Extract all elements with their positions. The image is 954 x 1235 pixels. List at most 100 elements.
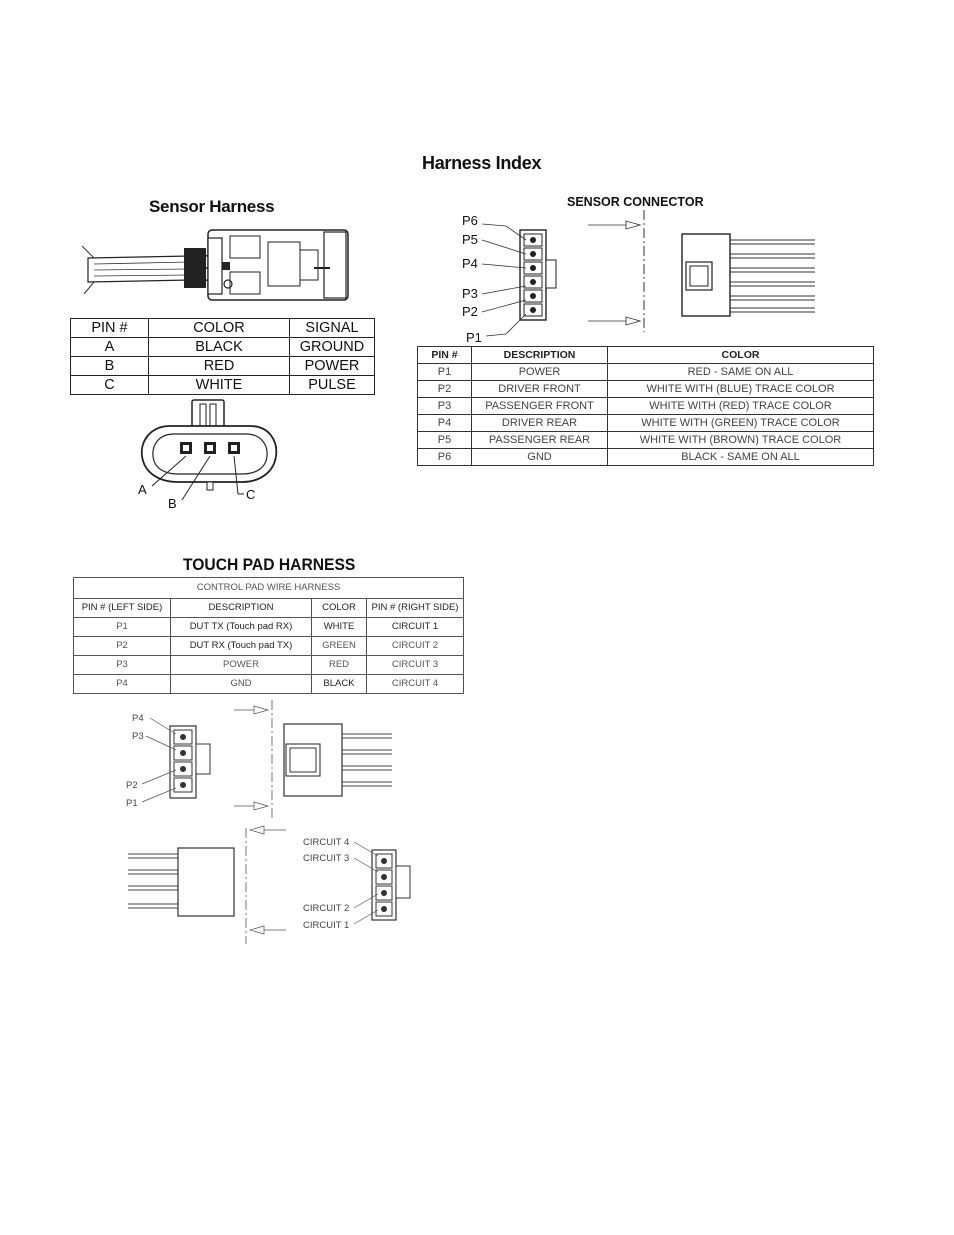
cell-description: PASSENGER FRONT [471, 397, 608, 415]
cell-color: RED [148, 356, 290, 376]
cell-pin-left: P4 [73, 674, 171, 694]
tp-pin-label-p4: P4 [132, 713, 144, 724]
pin-label-p6: P6 [462, 213, 478, 228]
table-header-row: PIN # DESCRIPTION COLOR [417, 346, 874, 364]
pin-label-p1: P1 [466, 330, 482, 345]
header-pin-right: PIN # (RIGHT SIDE) [366, 598, 464, 618]
header-signal: SIGNAL [289, 318, 375, 338]
sensor-harness-side-diagram [81, 229, 349, 301]
cell-color: BLACK [148, 337, 290, 357]
circuit-label-1: CIRCUIT 1 [303, 920, 349, 931]
cell-description: DRIVER FRONT [471, 380, 608, 398]
cell-description: POWER [471, 363, 608, 381]
cell-signal: PULSE [289, 375, 375, 395]
cell-pin: P4 [417, 414, 472, 432]
pin-label-p2: P2 [462, 304, 478, 319]
cell-pin-right: CIRCUIT 2 [366, 636, 464, 656]
cell-description: DUT RX (Touch pad TX) [170, 636, 312, 656]
cell-color: WHITE [311, 617, 367, 637]
header-description: DESCRIPTION [471, 346, 608, 364]
cell-pin-left: P1 [73, 617, 171, 637]
cell-pin: B [70, 356, 149, 376]
header-color: COLOR [148, 318, 290, 338]
sensor-connector-pins [523, 233, 543, 317]
cell-pin-right: CIRCUIT 1 [366, 617, 464, 637]
circuit-label-4: CIRCUIT 4 [303, 837, 349, 848]
header-description: DESCRIPTION [170, 598, 312, 618]
cell-signal: GROUND [289, 337, 375, 357]
header-color: COLOR [607, 346, 874, 364]
header-pin: PIN # [417, 346, 472, 364]
cell-description: PASSENGER REAR [471, 431, 608, 449]
cell-color: WHITE WITH (BROWN) TRACE COLOR [607, 431, 874, 449]
tp-pin-label-p1: P1 [126, 798, 138, 809]
touch-pad-table: CONTROL PAD WIRE HARNESS PIN # (LEFT SID… [73, 577, 464, 694]
cell-pin: A [70, 337, 149, 357]
pin-label-p4: P4 [462, 256, 478, 271]
cell-pin-right: CIRCUIT 4 [366, 674, 464, 694]
sensor-harness-table: PIN # COLOR SIGNAL A BLACK GROUND B RED … [70, 318, 375, 395]
cell-pin: P6 [417, 448, 472, 466]
cell-pin: P5 [417, 431, 472, 449]
cell-description: DUT TX (Touch pad RX) [170, 617, 312, 637]
header-pin: PIN # [70, 318, 149, 338]
touch-pad-harness-title: TOUCH PAD HARNESS [183, 555, 356, 574]
cell-color: BLACK - SAME ON ALL [607, 448, 874, 466]
sensor-connector-title: SENSOR CONNECTOR [567, 195, 704, 209]
cell-description: POWER [170, 655, 312, 675]
cell-color: RED - SAME ON ALL [607, 363, 874, 381]
cell-pin-left: P2 [73, 636, 171, 656]
table-header-row: PIN # (LEFT SIDE) DESCRIPTION COLOR PIN … [73, 598, 464, 618]
cell-pin: C [70, 375, 149, 395]
header-color: COLOR [311, 598, 367, 618]
cell-color: WHITE WITH (GREEN) TRACE COLOR [607, 414, 874, 432]
pin-label-a: A [138, 482, 147, 497]
cell-color: BLACK [311, 674, 367, 694]
sensor-connector-diagram: P6 P5 P4 P3 P2 P1 [462, 210, 815, 345]
cell-description: DRIVER REAR [471, 414, 608, 432]
pin-label-p3: P3 [462, 286, 478, 301]
table-row: B RED POWER [70, 356, 375, 376]
tp-pin-label-p3: P3 [132, 731, 144, 742]
cell-color: WHITE WITH (RED) TRACE COLOR [607, 397, 874, 415]
cell-pin: P1 [417, 363, 472, 381]
cell-pin: P2 [417, 380, 472, 398]
touch-pad-connector-diagram: P4 P3 P2 P1 CIRCUIT 4 CIRCUIT 3 CIRCUIT … [126, 700, 411, 944]
circuit-label-3: CIRCUIT 3 [303, 853, 349, 864]
tp-pin-label-p2: P2 [126, 780, 138, 791]
table-caption: CONTROL PAD WIRE HARNESS [73, 577, 464, 599]
pin-label-c: C [246, 487, 255, 502]
cell-description: GND [471, 448, 608, 466]
pin-label-p5: P5 [462, 232, 478, 247]
cell-color: WHITE WITH (BLUE) TRACE COLOR [607, 380, 874, 398]
cell-pin-left: P3 [73, 655, 171, 675]
sensor-harness-title: Sensor Harness [149, 197, 275, 216]
cell-pin: P3 [417, 397, 472, 415]
page-title: Harness Index [422, 153, 542, 173]
cell-signal: POWER [289, 356, 375, 376]
cell-description: GND [170, 674, 312, 694]
pin-label-b: B [168, 496, 177, 511]
cell-color: RED [311, 655, 367, 675]
cell-color: WHITE [148, 375, 290, 395]
table-row: C WHITE PULSE [70, 375, 375, 395]
table-caption-row: CONTROL PAD WIRE HARNESS [73, 577, 464, 599]
table-header-row: PIN # COLOR SIGNAL [70, 318, 375, 338]
sensor-harness-front-diagram: A B C [138, 399, 278, 511]
circuit-label-2: CIRCUIT 2 [303, 903, 349, 914]
cell-pin-right: CIRCUIT 3 [366, 655, 464, 675]
cell-color: GREEN [311, 636, 367, 656]
header-pin-left: PIN # (LEFT SIDE) [73, 598, 171, 618]
table-row: A BLACK GROUND [70, 337, 375, 357]
